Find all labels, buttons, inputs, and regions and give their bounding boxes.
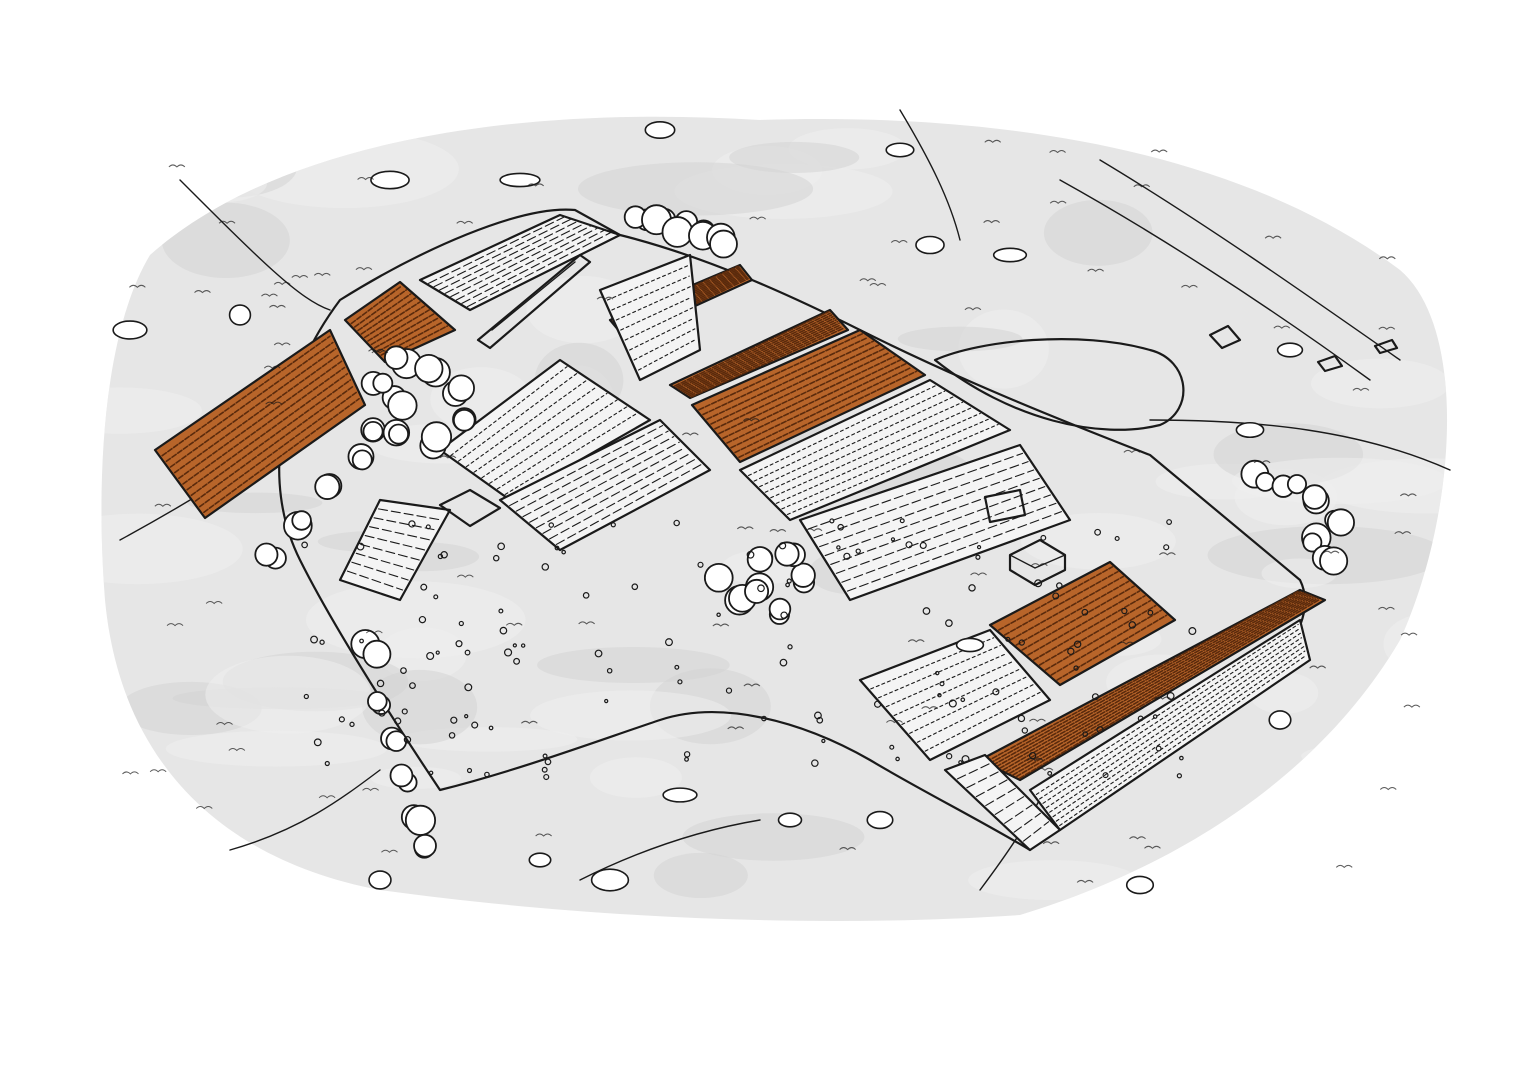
tree-line-southwest [350, 629, 437, 859]
grass-tufts [122, 139, 1421, 884]
dirt-roads [119, 109, 1451, 891]
striped-field-i [338, 498, 452, 602]
background-wash [101, 116, 1448, 921]
striped-field-e [798, 443, 1072, 602]
striped-field-c [498, 418, 712, 552]
field-dots [301, 518, 1197, 781]
striped-field-h [1028, 618, 1312, 832]
distant-hut [1208, 324, 1399, 373]
plowed-strip-south [978, 588, 1327, 782]
farm-buildings [438, 253, 1399, 587]
striped-field-a [418, 213, 622, 312]
shed-building [438, 488, 502, 528]
tree-ring-farmyard [360, 345, 477, 460]
striped-field-j [598, 253, 702, 382]
plowed-field-southeast [988, 560, 1177, 687]
tree-line-west [254, 385, 418, 570]
plowed-field-center [690, 328, 927, 464]
tree-row-north [623, 204, 738, 259]
greenhouse-building [983, 488, 1027, 524]
barn-building [476, 253, 592, 350]
plowed-field-west [153, 328, 367, 520]
farmhouse-building [1008, 538, 1067, 587]
tree-grove-center [703, 541, 816, 625]
striped-field-d [738, 378, 1012, 522]
plowed-strip-center [668, 308, 850, 400]
striped-field-b [438, 358, 652, 502]
meadow-shrubs [112, 120, 1304, 895]
tree-grove-east [1240, 459, 1355, 576]
